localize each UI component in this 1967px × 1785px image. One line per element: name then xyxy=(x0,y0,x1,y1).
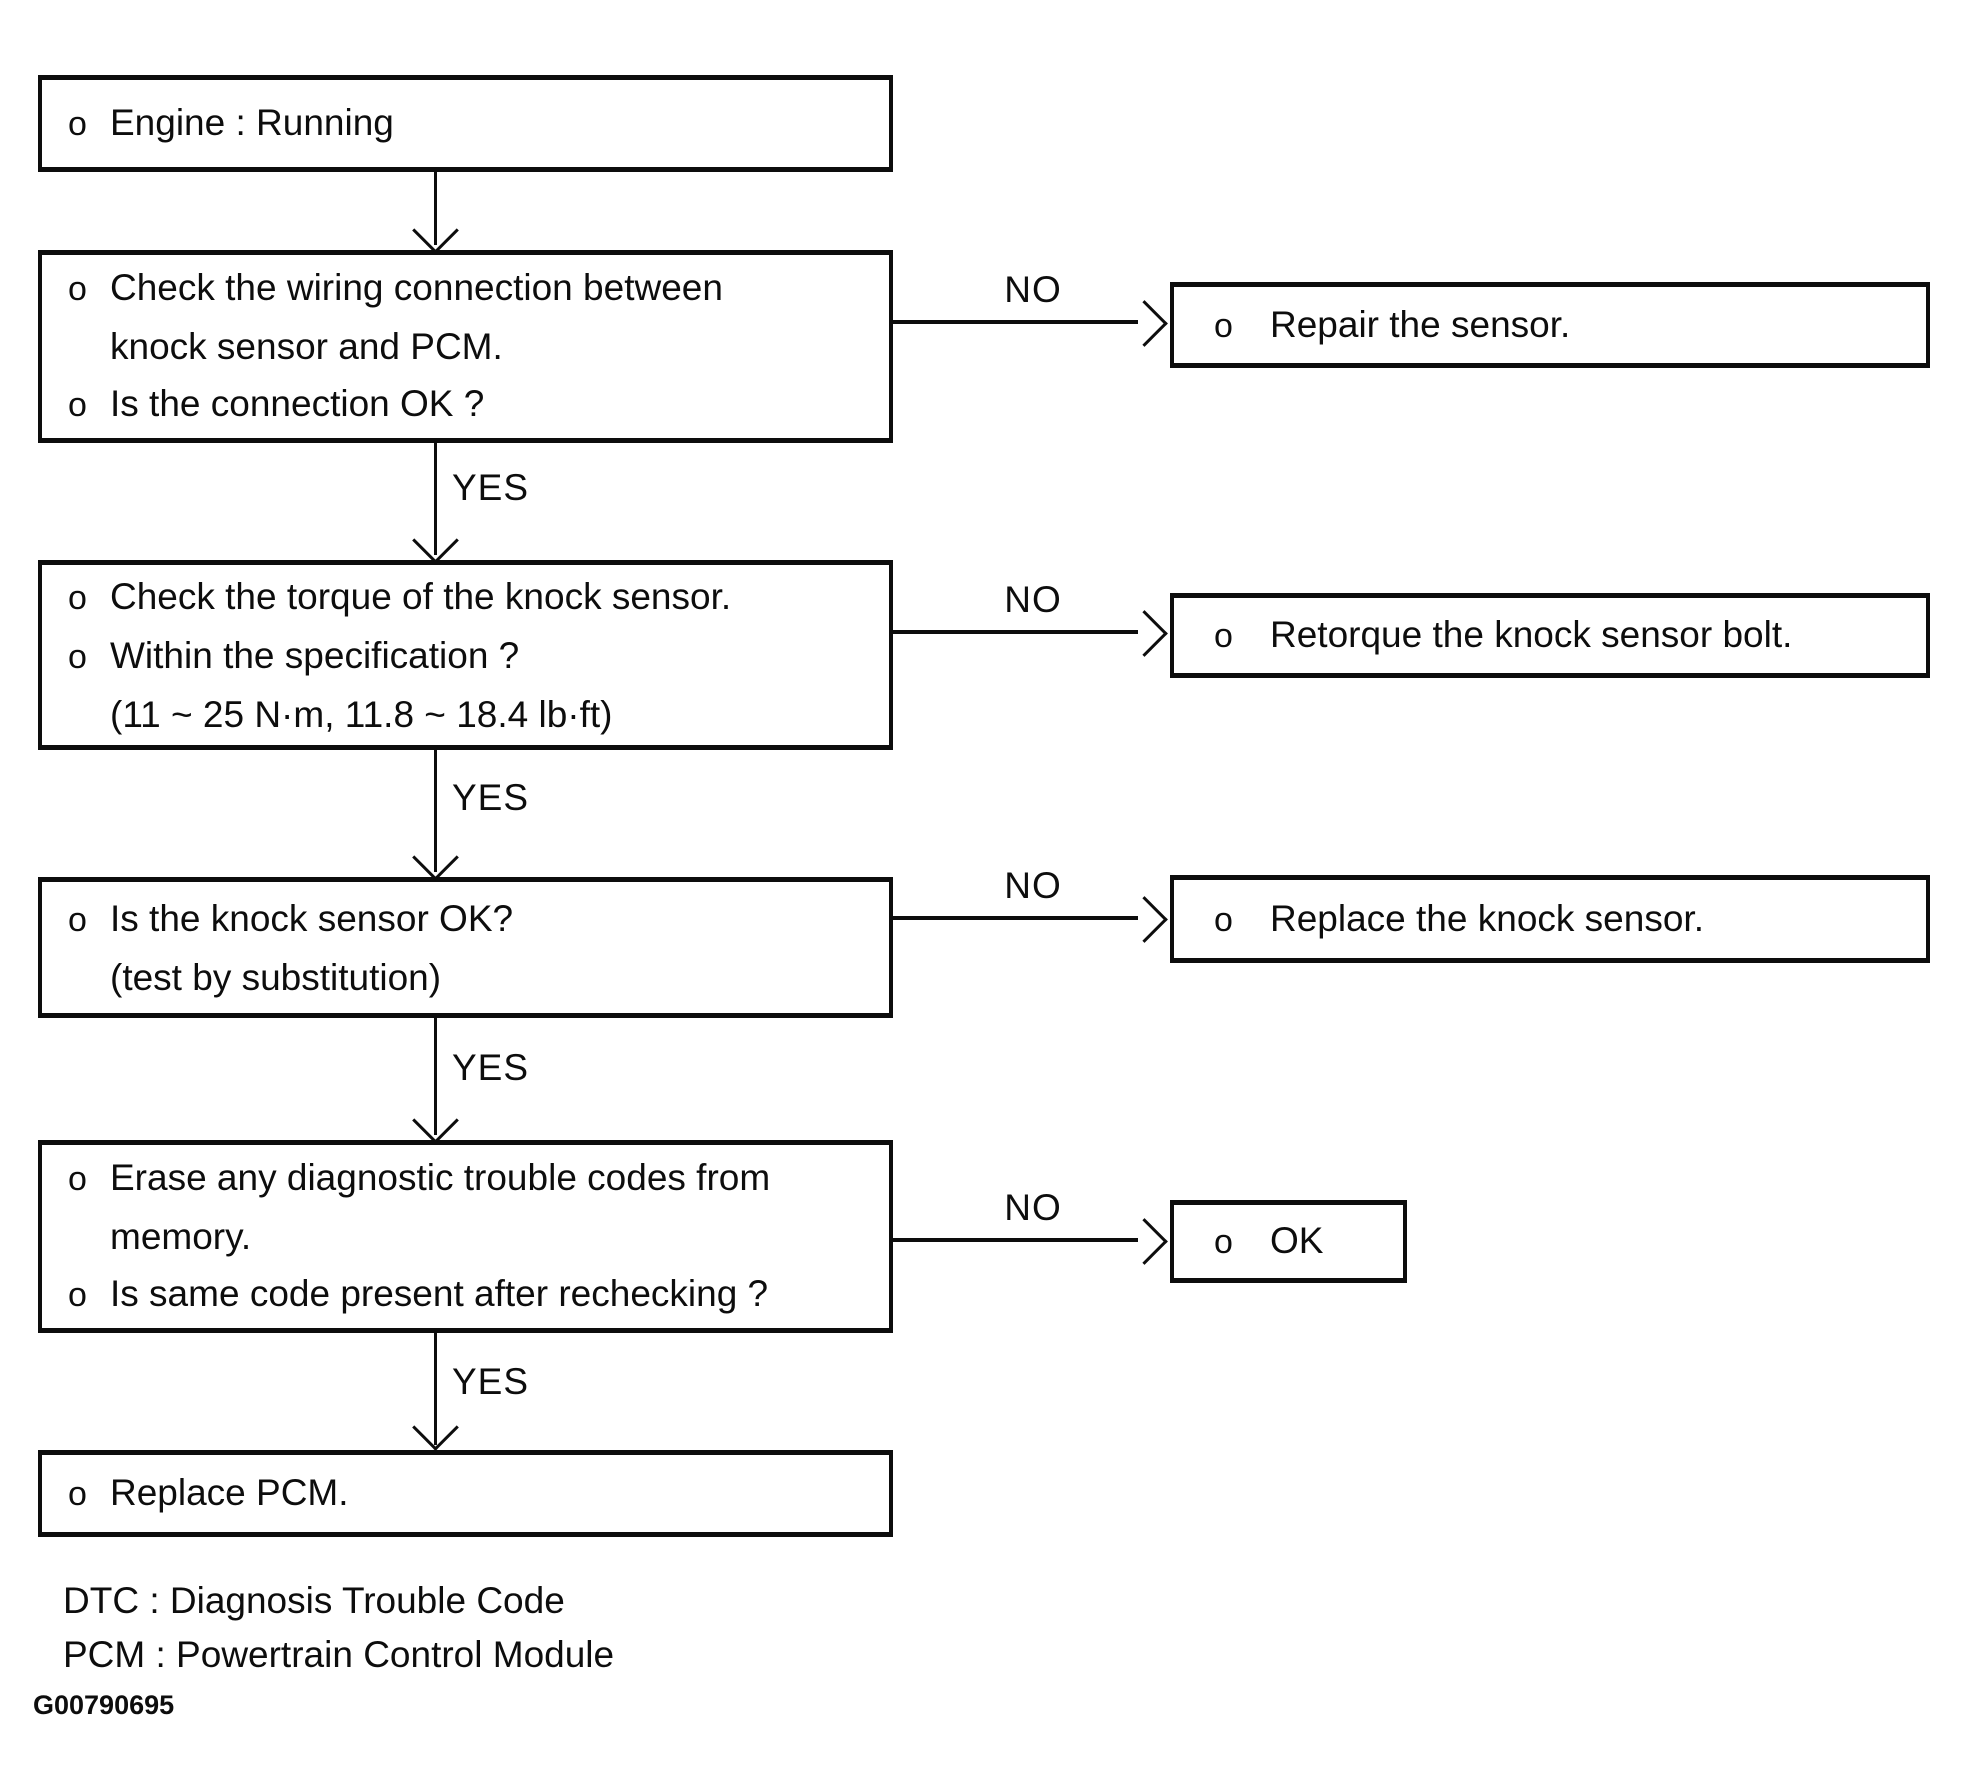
bullet: o xyxy=(1214,306,1233,345)
node-erase-codes: o Erase any diagnostic trouble codes fro… xyxy=(38,1140,893,1333)
legend-pcm: PCM : Powertrain Control Module xyxy=(63,1634,615,1675)
bullet: o xyxy=(1214,900,1233,939)
node-text: memory. xyxy=(110,1216,252,1257)
bullet: o xyxy=(1214,1223,1233,1261)
node-retorque-bolt: o Retorque the knock sensor bolt. xyxy=(1170,593,1930,678)
node-text: knock sensor and PCM. xyxy=(110,326,503,367)
node-line: o Retorque the knock sensor bolt. xyxy=(1174,606,1926,665)
node-text: Within the specification ? xyxy=(110,634,520,676)
legend-dtc: DTC : Diagnosis Trouble Code xyxy=(63,1580,565,1621)
flow-line-horizontal-1 xyxy=(893,320,1138,324)
no-label-2: NO xyxy=(1004,579,1062,620)
node-line: o Is same code present after rechecking … xyxy=(42,1265,889,1324)
node-line: memory. xyxy=(42,1208,889,1265)
arrow-down-icon-5 xyxy=(412,1404,459,1451)
node-line: o Is the knock sensor OK? xyxy=(42,890,889,949)
bullet: o xyxy=(68,105,87,143)
arrow-down-icon-1 xyxy=(412,207,459,254)
node-text: Engine : Running xyxy=(110,102,394,143)
node-engine-running: o Engine : Running xyxy=(38,75,893,172)
flow-line-vertical-5 xyxy=(434,1333,437,1445)
node-line: o Within the specification ? xyxy=(42,627,889,686)
arrow-right-icon-4 xyxy=(1121,1218,1168,1265)
node-repair-sensor: o Repair the sensor. xyxy=(1170,282,1930,368)
node-text: Is the connection OK ? xyxy=(110,383,485,424)
bullet: o xyxy=(68,270,87,308)
flow-line-horizontal-4 xyxy=(893,1238,1138,1242)
node-replace-pcm: o Replace PCM. xyxy=(38,1450,893,1537)
node-text: Check the torque of the knock sensor. xyxy=(110,575,732,617)
figure-code: G00790695 xyxy=(33,1690,175,1720)
no-label-1: NO xyxy=(1004,269,1062,310)
arrow-down-icon-3 xyxy=(412,834,459,881)
node-text: Retorque the knock sensor bolt. xyxy=(1270,614,1793,655)
flow-line-horizontal-2 xyxy=(893,630,1138,634)
node-text: Replace the knock sensor. xyxy=(1270,897,1704,939)
flow-line-horizontal-3 xyxy=(893,916,1138,920)
flow-line-vertical-1 xyxy=(434,172,437,245)
no-label-3: NO xyxy=(1004,865,1062,906)
no-label-4: NO xyxy=(1004,1187,1062,1228)
bullet: o xyxy=(68,637,87,676)
node-text: Erase any diagnostic trouble codes from xyxy=(110,1157,771,1198)
node-ok: o OK xyxy=(1170,1200,1407,1283)
node-line: o Check the torque of the knock sensor. xyxy=(42,568,889,627)
node-line: o Replace PCM. xyxy=(42,1464,889,1523)
arrow-down-icon-2 xyxy=(412,517,459,564)
node-text: (test by substitution) xyxy=(110,956,442,998)
node-text: OK xyxy=(1270,1220,1324,1261)
node-line: o Replace the knock sensor. xyxy=(1174,890,1926,949)
yes-label-4: YES xyxy=(452,1361,530,1402)
flow-line-vertical-4 xyxy=(434,1018,437,1135)
node-text: Repair the sensor. xyxy=(1270,303,1571,345)
node-line: (11 ~ 25 N·m, 11.8 ~ 18.4 lb·ft) xyxy=(42,686,889,743)
node-line: o Engine : Running xyxy=(42,94,889,153)
node-line: o Check the wiring connection between xyxy=(42,259,889,318)
bullet: o xyxy=(68,578,87,617)
node-check-torque: o Check the torque of the knock sensor. … xyxy=(38,560,893,750)
bullet: o xyxy=(68,386,87,424)
bullet: o xyxy=(68,900,87,939)
node-text: (11 ~ 25 N·m, 11.8 ~ 18.4 lb·ft) xyxy=(110,693,613,735)
arrow-down-icon-4 xyxy=(412,1097,459,1144)
node-line: o Repair the sensor. xyxy=(1174,296,1926,355)
node-line: knock sensor and PCM. xyxy=(42,318,889,375)
node-check-wiring: o Check the wiring connection between kn… xyxy=(38,250,893,443)
bullet: o xyxy=(68,1160,87,1198)
arrow-right-icon-1 xyxy=(1121,300,1168,347)
node-text: Is the knock sensor OK? xyxy=(110,897,514,939)
node-line: o Erase any diagnostic trouble codes fro… xyxy=(42,1149,889,1208)
arrow-right-icon-2 xyxy=(1121,610,1168,657)
node-replace-sensor: o Replace the knock sensor. xyxy=(1170,875,1930,963)
yes-label-3: YES xyxy=(452,1047,530,1088)
yes-label-1: YES xyxy=(452,467,530,508)
node-text: Is same code present after rechecking ? xyxy=(110,1273,769,1314)
node-line: (test by substitution) xyxy=(42,949,889,1006)
flow-line-vertical-3 xyxy=(434,750,437,872)
node-text: Replace PCM. xyxy=(110,1472,349,1513)
bullet: o xyxy=(68,1475,87,1513)
node-text: Check the wiring connection between xyxy=(110,267,723,308)
bullet: o xyxy=(1214,617,1233,655)
yes-label-2: YES xyxy=(452,777,530,818)
bullet: o xyxy=(68,1276,87,1314)
node-knock-sensor-ok: o Is the knock sensor OK? (test by subst… xyxy=(38,877,893,1018)
flow-line-vertical-2 xyxy=(434,443,437,555)
node-line: o OK xyxy=(1174,1212,1403,1271)
node-line: o Is the connection OK ? xyxy=(42,375,889,434)
arrow-right-icon-3 xyxy=(1121,896,1168,943)
